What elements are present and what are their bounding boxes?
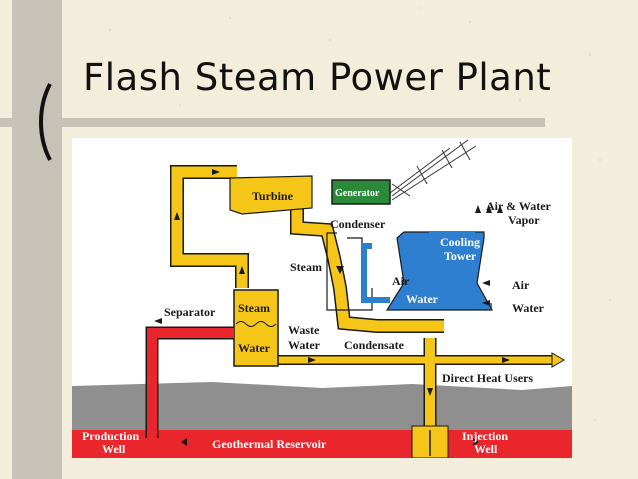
ground-layer (72, 382, 572, 430)
flash-steam-diagram: Turbine Generator Condenser Steam Coolin… (72, 138, 572, 458)
label-turbine: Turbine (252, 189, 294, 203)
label-injection-well-2: Well (474, 442, 498, 456)
label-separator-steam: Steam (238, 301, 270, 315)
left-decorative-bar (12, 0, 62, 479)
title-underline-bar (0, 118, 545, 127)
label-cooling-tower-2: Tower (444, 249, 477, 263)
label-steam-pipe: Steam (290, 260, 322, 274)
label-separator: Separator (164, 305, 216, 319)
label-injection-well-1: Injection (462, 429, 508, 443)
separator-tank (233, 289, 279, 367)
label-geothermal-reservoir: Geothermal Reservoir (212, 437, 327, 451)
label-water-in-tower: Water (406, 292, 439, 306)
production-pipe (147, 328, 234, 438)
label-production-well-1: Production (82, 429, 139, 443)
label-production-well-2: Well (102, 442, 126, 456)
turbine (229, 175, 313, 215)
label-cooling-tower-1: Cooling (440, 235, 480, 249)
label-condenser: Condenser (330, 217, 386, 231)
label-air-in-tower: Air (392, 274, 410, 288)
label-separator-water: Water (238, 341, 271, 355)
direct-heat-arrowhead (551, 352, 565, 368)
bracket-ornament (39, 83, 52, 161)
label-generator: Generator (335, 188, 380, 199)
label-air-right: Air (512, 278, 530, 292)
label-direct-heat-users: Direct Heat Users (442, 371, 533, 385)
flow-arrows (154, 169, 510, 446)
label-water-right: Water (512, 301, 545, 315)
power-lines (389, 139, 477, 201)
cooling-tower (385, 231, 494, 311)
label-air-water-vapor-2: Vapor (508, 213, 540, 227)
slide-title: Flash Steam Power Plant (83, 56, 552, 99)
label-waste-water-1: Waste (288, 323, 320, 337)
generator (331, 179, 391, 205)
label-waste-water-2: Water (288, 338, 321, 352)
label-condensate: Condensate (344, 338, 405, 352)
label-air-water-vapor-1: Air & Water (486, 199, 552, 213)
